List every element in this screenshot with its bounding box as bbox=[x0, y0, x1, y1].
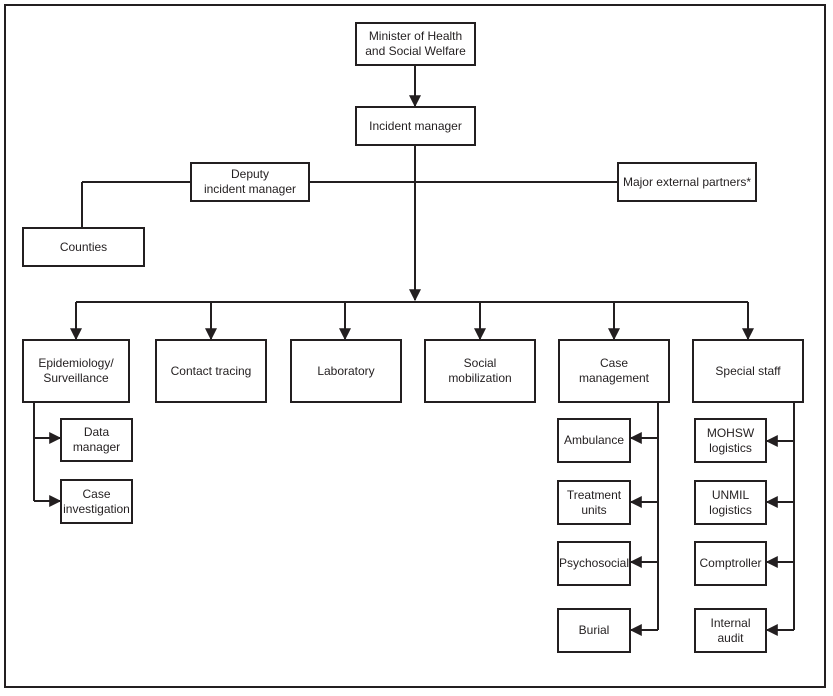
node-incident-manager: Incident manager bbox=[355, 106, 476, 146]
node-unmil-logistics: UNMIL logistics bbox=[694, 480, 767, 525]
node-psychosocial: Psychosocial bbox=[557, 541, 631, 586]
node-special-staff: Special staff bbox=[692, 339, 804, 403]
node-laboratory: Laboratory bbox=[290, 339, 402, 403]
node-case-investigation: Case investigation bbox=[60, 479, 133, 524]
node-deputy-incident-manager: Deputy incident manager bbox=[190, 162, 310, 202]
node-counties: Counties bbox=[22, 227, 145, 267]
node-ambulance: Ambulance bbox=[557, 418, 631, 463]
node-contact-tracing: Contact tracing bbox=[155, 339, 267, 403]
node-internal-audit: Internal audit bbox=[694, 608, 767, 653]
node-comptroller: Comptroller bbox=[694, 541, 767, 586]
node-epidemiology-surveillance: Epidemiology/ Surveillance bbox=[22, 339, 130, 403]
node-major-external-partners: Major external partners* bbox=[617, 162, 757, 202]
node-treatment-units: Treatment units bbox=[557, 480, 631, 525]
node-social-mobilization: Social mobilization bbox=[424, 339, 536, 403]
node-data-manager: Data manager bbox=[60, 418, 133, 462]
node-case-management: Case management bbox=[558, 339, 670, 403]
node-burial: Burial bbox=[557, 608, 631, 653]
node-mohsw-logistics: MOHSW logistics bbox=[694, 418, 767, 463]
figure-frame bbox=[4, 4, 826, 688]
node-minister: Minister of Health and Social Welfare bbox=[355, 22, 476, 66]
